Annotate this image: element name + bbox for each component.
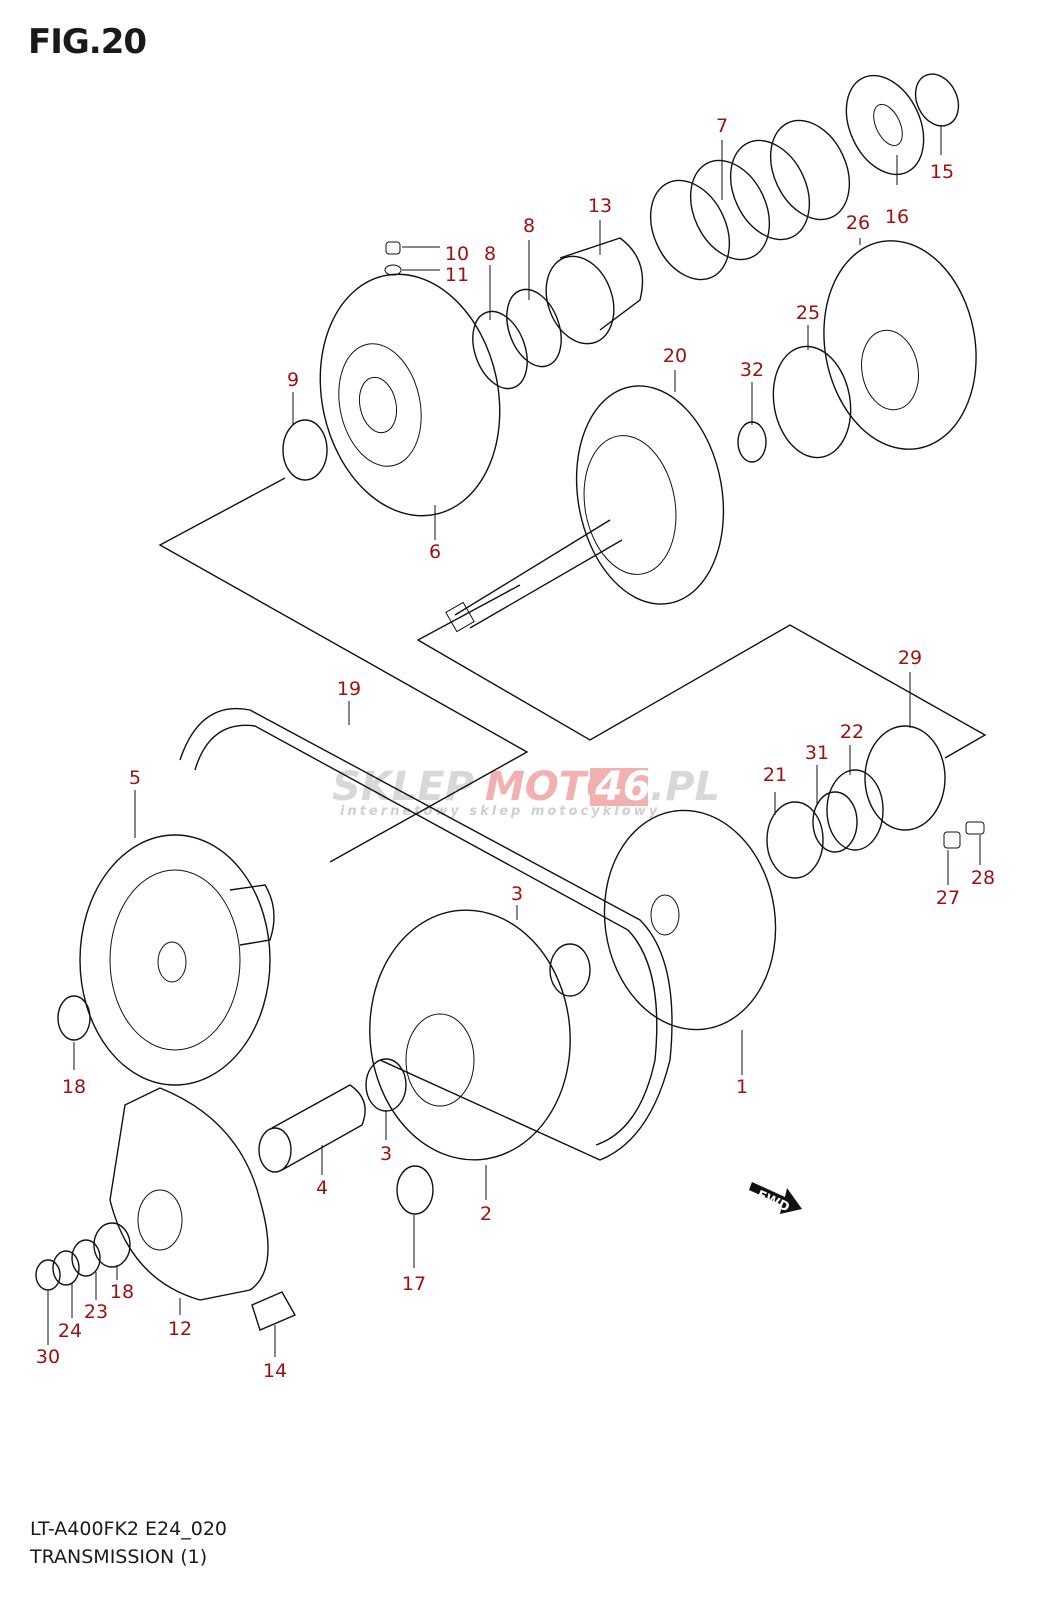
watermark-tagline: internetowy sklep motocyklowy bbox=[340, 804, 660, 819]
part-movable-driven-face-2[interactable] bbox=[359, 902, 580, 1168]
part-seal-3a[interactable] bbox=[549, 943, 591, 997]
part-label-23[interactable]: 23 bbox=[84, 1301, 108, 1323]
part-spacer-18a[interactable] bbox=[57, 995, 91, 1041]
part-label-8[interactable]: 8 bbox=[484, 243, 496, 265]
part-label-12[interactable]: 12 bbox=[168, 1318, 192, 1340]
part-label-25[interactable]: 25 bbox=[796, 302, 820, 324]
part-label-11[interactable]: 11 bbox=[445, 264, 469, 286]
watermark-badge bbox=[590, 768, 648, 806]
part-label-30[interactable]: 30 bbox=[36, 1346, 60, 1368]
part-fixed-drive-face-1[interactable] bbox=[591, 799, 790, 1041]
part-label-2[interactable]: 2 bbox=[480, 1203, 492, 1225]
part-o-ring-8a[interactable] bbox=[463, 304, 537, 396]
part-bolt-28[interactable] bbox=[965, 821, 985, 835]
part-label-22[interactable]: 22 bbox=[840, 721, 864, 743]
part-bearing-21[interactable] bbox=[766, 801, 824, 879]
part-label-20[interactable]: 20 bbox=[663, 345, 687, 367]
figure-title: FIG.20 bbox=[28, 22, 147, 62]
part-label-17[interactable]: 17 bbox=[402, 1273, 426, 1295]
part-spring-7[interactable] bbox=[635, 108, 864, 293]
part-washer-11[interactable] bbox=[384, 264, 402, 276]
part-movable-drive-face-5[interactable] bbox=[79, 834, 275, 1086]
part-label-32[interactable]: 32 bbox=[740, 359, 764, 381]
part-spring-seat-16[interactable] bbox=[831, 63, 938, 187]
part-label-9[interactable]: 9 bbox=[287, 369, 299, 391]
part-bearing-30[interactable] bbox=[35, 1259, 61, 1291]
part-label-18[interactable]: 18 bbox=[110, 1281, 134, 1303]
part-bearing-29[interactable] bbox=[864, 725, 946, 831]
part-label-19[interactable]: 19 bbox=[337, 678, 361, 700]
part-washer-24[interactable] bbox=[52, 1250, 80, 1286]
part-bearing-17[interactable] bbox=[396, 1165, 434, 1215]
section-name: TRANSMISSION (1) bbox=[30, 1546, 208, 1568]
part-spacer-18b[interactable] bbox=[93, 1222, 131, 1268]
part-label-16[interactable]: 16 bbox=[885, 206, 909, 228]
part-cover-12[interactable] bbox=[109, 1087, 269, 1301]
part-sleeve-13[interactable] bbox=[535, 237, 644, 353]
part-label-3[interactable]: 3 bbox=[511, 883, 523, 905]
part-label-14[interactable]: 14 bbox=[263, 1360, 287, 1382]
part-pin-10[interactable] bbox=[385, 241, 401, 255]
part-label-1[interactable]: 1 bbox=[736, 1076, 748, 1098]
part-nut-32[interactable] bbox=[737, 421, 767, 463]
part-one-way-clutch-25[interactable] bbox=[765, 340, 859, 463]
watermark-brand-pl: .PL bbox=[650, 764, 720, 810]
assembly-bracket-upper bbox=[158, 477, 529, 863]
leader-lines bbox=[47, 125, 981, 1357]
part-nut-23[interactable] bbox=[71, 1239, 101, 1277]
part-seal-3b[interactable] bbox=[365, 1058, 407, 1112]
part-nut-15[interactable] bbox=[907, 67, 966, 133]
part-label-7[interactable]: 7 bbox=[716, 115, 728, 137]
part-label-8[interactable]: 8 bbox=[523, 215, 535, 237]
part-driven-face-20[interactable] bbox=[445, 374, 740, 633]
part-label-21[interactable]: 21 bbox=[763, 764, 787, 786]
part-label-6[interactable]: 6 bbox=[429, 541, 441, 563]
part-label-15[interactable]: 15 bbox=[930, 161, 954, 183]
part-labels: 1 2 3 3 4 5 6 7 8 8 9 10 11 12 13 14 15 … bbox=[36, 115, 995, 1382]
part-label-3[interactable]: 3 bbox=[380, 1143, 392, 1165]
part-drive-belt-19[interactable] bbox=[179, 707, 673, 1161]
part-spacer-4[interactable] bbox=[258, 1084, 366, 1173]
part-label-5[interactable]: 5 bbox=[129, 767, 141, 789]
part-label-27[interactable]: 27 bbox=[936, 887, 960, 909]
part-label-13[interactable]: 13 bbox=[588, 195, 612, 217]
part-clip-14[interactable] bbox=[251, 1291, 296, 1331]
part-label-4[interactable]: 4 bbox=[316, 1177, 328, 1199]
part-o-ring-8b[interactable] bbox=[497, 282, 571, 374]
part-label-26[interactable]: 26 bbox=[846, 212, 870, 234]
part-seal-22[interactable] bbox=[826, 769, 884, 851]
part-label-31[interactable]: 31 bbox=[805, 742, 829, 764]
watermark-brand-46: 46 bbox=[594, 764, 651, 810]
part-drive-face[interactable] bbox=[299, 257, 522, 532]
assembly-bracket-lower bbox=[416, 584, 987, 759]
part-label-29[interactable]: 29 bbox=[898, 647, 922, 669]
part-label-10[interactable]: 10 bbox=[445, 243, 469, 265]
part-label-24[interactable]: 24 bbox=[58, 1320, 82, 1342]
part-clutch-shoe-26[interactable] bbox=[808, 229, 992, 462]
part-label-18[interactable]: 18 bbox=[62, 1076, 86, 1098]
model-code: LT-A400FK2 E24_020 bbox=[30, 1518, 227, 1540]
watermark-brand-sklep: SKLEP bbox=[332, 764, 474, 810]
part-seal-9[interactable] bbox=[282, 419, 328, 481]
forward-direction-marker: FWD bbox=[749, 1182, 802, 1216]
fwd-arrow-icon bbox=[749, 1182, 802, 1214]
part-circlip-31[interactable] bbox=[812, 791, 858, 853]
part-label-28[interactable]: 28 bbox=[971, 867, 995, 889]
part-washer-27[interactable] bbox=[943, 831, 961, 849]
watermark: SKLEP MOTO 46 .PL internetowy sklep moto… bbox=[332, 764, 720, 819]
